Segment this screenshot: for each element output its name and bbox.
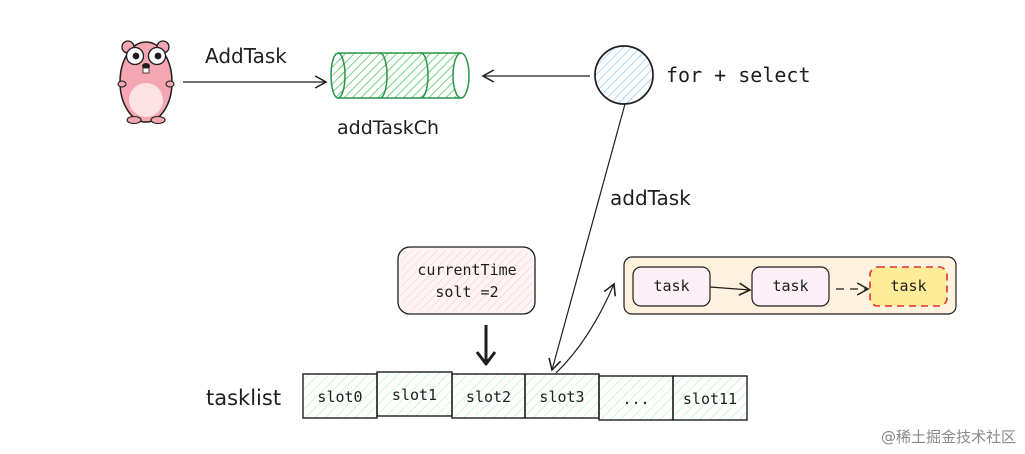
- current-time-line2: solt =2: [435, 283, 498, 301]
- task-label-1: task: [772, 277, 808, 295]
- slot-box-4: [598, 375, 674, 421]
- channel-cylinder: [330, 52, 470, 99]
- watermark: @稀土掘金技术社区: [881, 428, 1016, 446]
- task-box-0: [632, 266, 711, 307]
- slot-label-0: slot0: [317, 388, 362, 406]
- task-chain: task task task: [632, 266, 948, 307]
- label-tasklist: tasklist: [206, 386, 281, 410]
- loop-circle: [594, 45, 654, 105]
- task-box-2: [869, 266, 948, 307]
- task-link-0: [709, 282, 752, 296]
- slot-box-3: [524, 373, 600, 419]
- slot-box-5: [672, 375, 748, 421]
- slot-box-0: [302, 373, 378, 419]
- slot-box-2: [451, 373, 526, 419]
- label-add-task-diagonal: addTask: [610, 186, 691, 210]
- current-time-line1: currentTime: [417, 261, 516, 279]
- slot-label-4: ...: [622, 390, 649, 408]
- down-arrow-icon: [475, 325, 497, 366]
- slot-label-5: slot11: [683, 390, 737, 408]
- task-label-2: task: [890, 277, 926, 295]
- arrow-loop-to-slot3: [548, 103, 626, 372]
- task-label-0: task: [653, 277, 689, 295]
- arrow-slot3-to-tasks: [555, 282, 617, 374]
- gopher-icon: [117, 40, 175, 125]
- label-loop: for + select: [666, 63, 811, 87]
- slot-label-1: slot1: [392, 386, 437, 404]
- slot-list: slot0 slot1 slot2 slot3... slot11: [302, 371, 748, 421]
- slot-label-2: slot2: [466, 388, 511, 406]
- label-add-task-top: AddTask: [205, 44, 287, 68]
- task-box-1: [751, 266, 830, 307]
- slot-label-3: slot3: [539, 388, 584, 406]
- label-channel: addTaskCh: [337, 117, 439, 139]
